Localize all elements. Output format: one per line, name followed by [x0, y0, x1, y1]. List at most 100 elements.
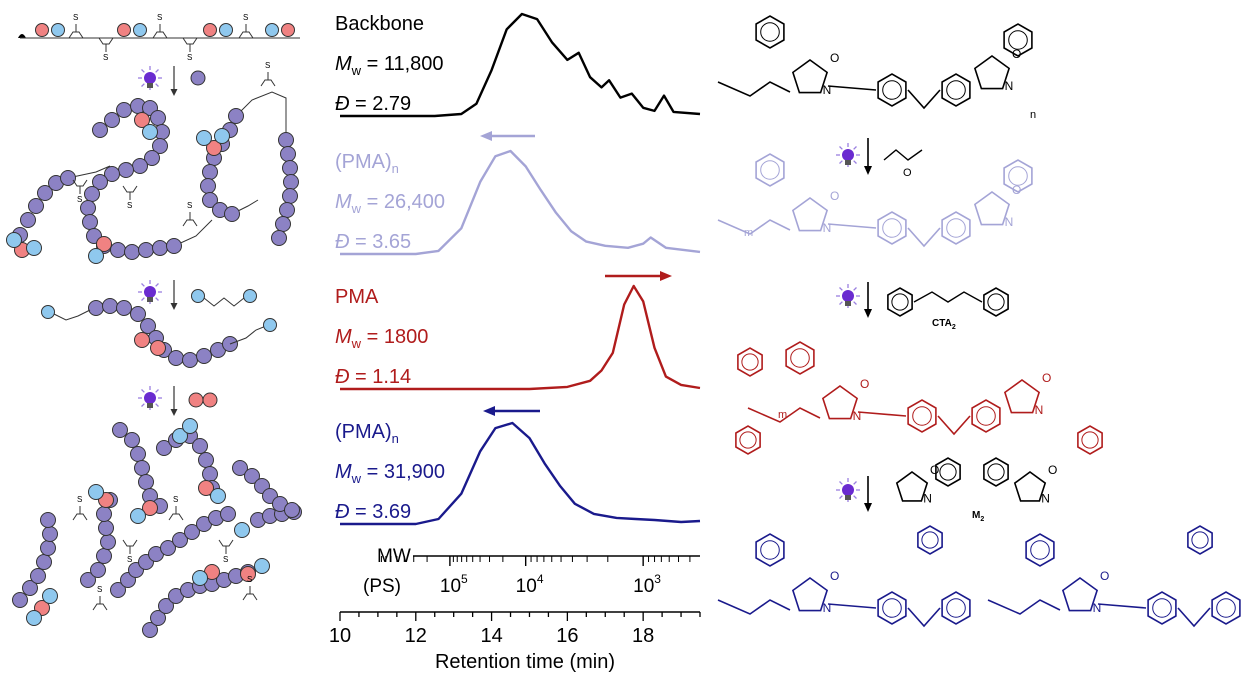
acrylate	[883, 149, 923, 161]
bead	[22, 580, 38, 596]
aromatic-circle	[891, 293, 909, 311]
bead	[110, 242, 126, 258]
linker	[53, 309, 91, 321]
oxygen-label: O	[1100, 569, 1109, 583]
bead	[192, 570, 208, 586]
benzene-ring	[1003, 23, 1033, 57]
succinimide-ring	[1003, 379, 1041, 414]
benzene-ring	[1147, 591, 1177, 625]
sulfur-label: S	[187, 53, 192, 62]
benzene-ring	[1211, 591, 1241, 625]
sulfur-label: S	[77, 495, 82, 504]
bead	[144, 150, 160, 166]
oxygen-label: O	[1012, 183, 1021, 197]
bead	[150, 110, 166, 126]
lamp-icon	[836, 143, 860, 167]
benzene-ring	[983, 287, 1009, 317]
sulfur-label: S	[77, 195, 82, 204]
ttc-bond	[122, 185, 138, 193]
sulfur-label: S	[127, 201, 132, 210]
series-d-3: Đ = 3.69	[335, 501, 411, 523]
series-name-sub-1: n	[392, 161, 399, 176]
bead	[142, 500, 158, 516]
bead	[265, 23, 279, 37]
bead	[150, 610, 166, 626]
bead	[243, 289, 257, 303]
nitrogen-label: N	[823, 83, 832, 97]
lamp-ray	[839, 301, 843, 305]
nitrogen-label: N	[1093, 601, 1102, 615]
series-name-sub-3: n	[392, 431, 399, 446]
lamp-bulb	[842, 484, 854, 496]
chain-bond	[987, 599, 1061, 615]
ttc-bond	[260, 79, 276, 87]
shift-arrowhead-0	[480, 131, 492, 141]
benzene-ring	[971, 399, 1001, 433]
reaction-arrowhead	[864, 309, 872, 318]
bead	[42, 588, 58, 604]
bead	[206, 140, 222, 156]
lamp-bulb	[144, 286, 156, 298]
lamp-ray	[839, 495, 843, 499]
aromatic-circle	[741, 353, 759, 371]
methylene-bridge	[907, 227, 941, 248]
x-tick-label-4: 18	[632, 625, 654, 647]
shift-arrowhead-2	[483, 406, 495, 416]
trithiocarbonate-group: S	[72, 495, 88, 521]
mw-symbol: M	[335, 326, 352, 348]
lamp-base	[147, 83, 153, 88]
bead	[283, 174, 299, 190]
nitrogen-label: N	[1041, 491, 1050, 505]
bead	[98, 520, 114, 536]
lamp-icon	[138, 280, 162, 304]
bead	[117, 23, 131, 37]
mw-symbol: M	[335, 461, 352, 483]
bead	[224, 206, 240, 222]
nitrogen-label: N	[1035, 403, 1044, 417]
chain-end	[18, 34, 26, 38]
bead	[200, 178, 216, 194]
succinimide-ring	[791, 59, 829, 94]
sulfur-label: S	[127, 555, 132, 564]
oxygen-label: O	[1012, 47, 1021, 61]
m2-sub: 2	[980, 516, 984, 523]
bead	[198, 452, 214, 468]
dispersity-symbol: Đ	[335, 366, 349, 388]
aromatic-circle	[946, 218, 966, 238]
bead	[138, 242, 154, 258]
aromatic-circle	[1216, 598, 1236, 618]
linker	[173, 219, 213, 247]
dispersity-symbol: Đ	[335, 231, 349, 253]
bead	[104, 112, 120, 128]
lamp-ray	[141, 297, 145, 301]
aromatic-circle	[946, 80, 966, 100]
bead	[279, 202, 295, 218]
mw-value: = 31,900	[361, 461, 445, 483]
aromatic-circle	[921, 531, 939, 549]
ttc-bond	[182, 37, 198, 45]
n-aryl-bond	[827, 223, 877, 229]
bead	[130, 306, 146, 322]
succinimide-ring	[973, 55, 1011, 90]
bead	[130, 446, 146, 462]
series-line-2	[340, 284, 701, 391]
bead	[142, 124, 158, 140]
bead	[278, 132, 294, 148]
series-d-2: Đ = 1.14	[335, 366, 411, 388]
bead	[156, 440, 172, 456]
bead	[82, 214, 98, 230]
lamp-ray	[141, 83, 145, 87]
lamp-icon	[836, 478, 860, 502]
bead	[133, 23, 147, 37]
bead	[191, 289, 205, 303]
lamp-ray	[155, 83, 159, 87]
lamp-base	[147, 403, 153, 408]
bead	[232, 460, 248, 476]
n-aryl-bond	[857, 411, 907, 417]
bead	[138, 474, 154, 490]
lamp-ray	[853, 146, 857, 150]
d-value: = 3.69	[349, 501, 411, 523]
lamp-base	[845, 495, 851, 500]
lamp-ray	[155, 297, 159, 301]
bead	[219, 23, 233, 37]
